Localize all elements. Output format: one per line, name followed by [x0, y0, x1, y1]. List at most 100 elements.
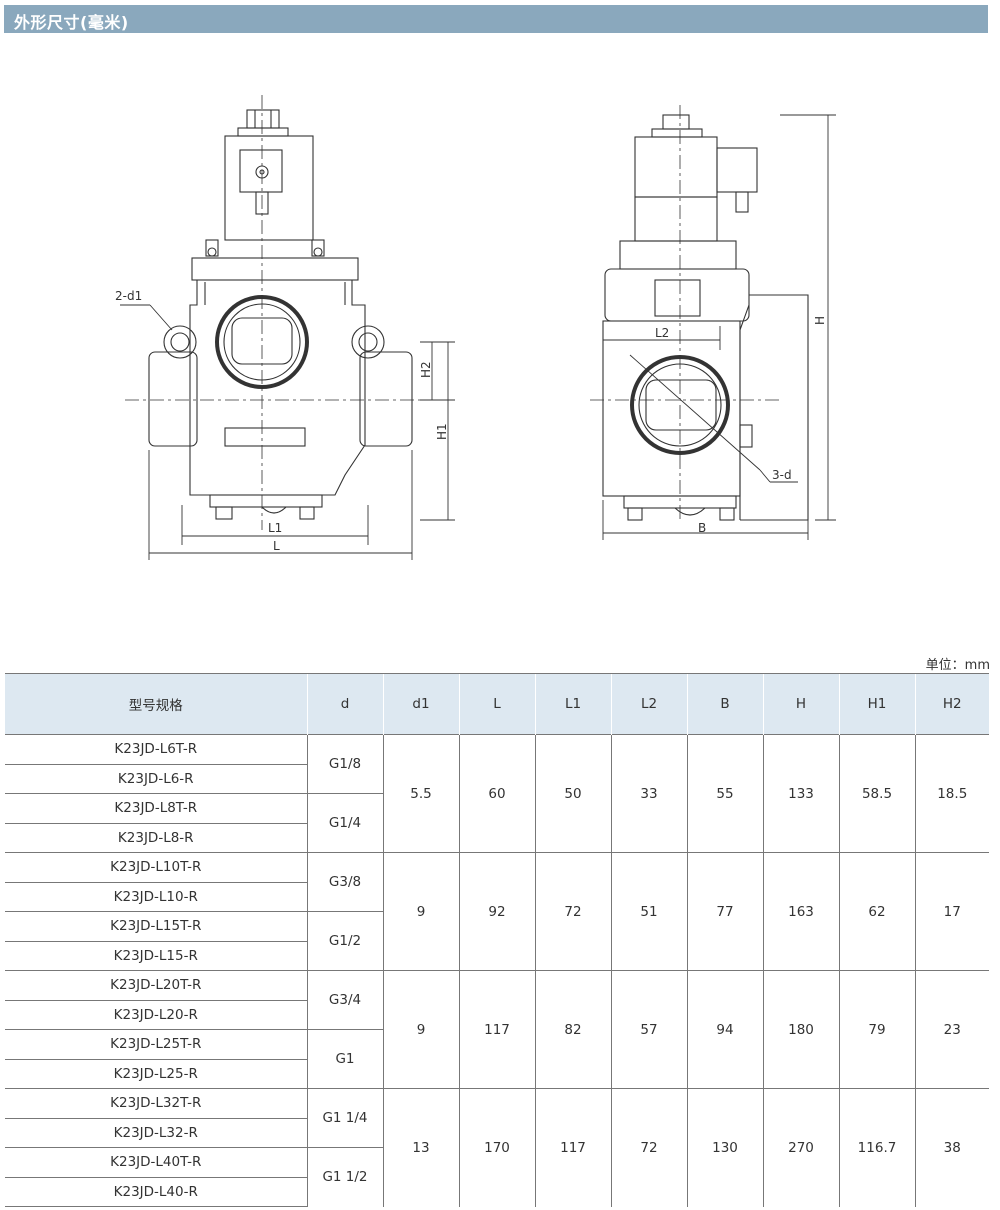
front-dimensions — [120, 304, 455, 560]
table-row: K23JD-L40T-R G1 1/2 — [5, 1147, 989, 1207]
l2-cell: 72 — [610, 1088, 687, 1207]
d1-cell: 9 — [382, 852, 459, 971]
model-cell: K23JD-L10T-R — [5, 852, 307, 882]
h1-cell: 58.5 — [838, 734, 915, 853]
l1-cell: 117 — [534, 1088, 611, 1207]
col-header-l: L — [458, 673, 535, 735]
l-cell: 92 — [458, 852, 535, 971]
table-row: K23JD-L10-R — [5, 881, 989, 912]
valve-dimension-drawing: 2-d1 H2 H1 L1 L L2 H 3-d B — [115, 95, 836, 560]
model-cell: K23JD-L8T-R — [5, 793, 307, 823]
model-cell: K23JD-L15T-R — [5, 911, 307, 941]
table-row: K23JD-L15T-R G1/2 — [5, 911, 989, 971]
side-dimensions — [602, 114, 836, 540]
spec-table: 型号规格 d d1 L L1 L2 B H H1 H2 K23JD-L6T-R … — [5, 673, 989, 1207]
label-l: L — [273, 539, 280, 553]
b-cell: 55 — [686, 734, 763, 853]
d-cell: G1 1/2 — [306, 1147, 383, 1207]
col-header-d1: d1 — [382, 673, 459, 735]
col-header-l2: L2 — [610, 673, 687, 735]
d-cell: G3/8 — [306, 852, 383, 912]
l1-cell: 50 — [534, 734, 611, 853]
model-cell: K23JD-L6T-R — [5, 734, 307, 764]
col-header-b: B — [686, 673, 763, 735]
d-cell: G1 — [306, 1029, 383, 1089]
table-row: K23JD-L20T-R G3/4 9 117 82 57 94 180 79 … — [5, 970, 989, 1089]
col-header-h2: H2 — [914, 673, 989, 735]
d1-cell: 5.5 — [382, 734, 459, 853]
d1-cell: 13 — [382, 1088, 459, 1207]
model-cell: K23JD-L25-R — [5, 1058, 307, 1089]
h1-cell: 116.7 — [838, 1088, 915, 1207]
model-cell: K23JD-L8-R — [5, 822, 307, 853]
label-h2: H2 — [419, 361, 433, 378]
l-cell: 170 — [458, 1088, 535, 1207]
l1-cell: 72 — [534, 852, 611, 971]
model-cell: K23JD-L20T-R — [5, 970, 307, 1000]
l2-cell: 57 — [610, 970, 687, 1089]
table-row: K23JD-L6T-R G1/8 5.5 60 50 33 55 133 58.… — [5, 734, 989, 853]
d-cell: G1/2 — [306, 911, 383, 971]
table-row: K23JD-L10T-R G3/8 9 92 72 51 77 163 62 1… — [5, 852, 989, 971]
l-cell: 117 — [458, 970, 535, 1089]
table-row: K23JD-L32-R — [5, 1117, 989, 1148]
h-cell: 180 — [762, 970, 839, 1089]
model-cell: K23JD-L25T-R — [5, 1029, 307, 1059]
h2-cell: 18.5 — [914, 734, 989, 853]
col-header-d: d — [306, 673, 383, 735]
model-cell: K23JD-L20-R — [5, 999, 307, 1030]
d-cell: G1 1/4 — [306, 1088, 383, 1148]
table-row: K23JD-L15-R — [5, 940, 989, 971]
b-cell: 77 — [686, 852, 763, 971]
l-cell: 60 — [458, 734, 535, 853]
d-cell: G3/4 — [306, 970, 383, 1030]
table-row: K23JD-L20-R — [5, 999, 989, 1030]
table-row: K23JD-L8T-R G1/4 — [5, 793, 989, 853]
table-row: K23JD-L25T-R G1 — [5, 1029, 989, 1089]
label-h: H — [813, 316, 827, 325]
model-cell: K23JD-L32-R — [5, 1117, 307, 1148]
table-header-row: 型号规格 d d1 L L1 L2 B H H1 H2 — [5, 673, 989, 735]
h-cell: 133 — [762, 734, 839, 853]
label-l2: L2 — [655, 326, 669, 340]
table-row: K23JD-L25-R — [5, 1058, 989, 1089]
l1-cell: 82 — [534, 970, 611, 1089]
d1-cell: 9 — [382, 970, 459, 1089]
col-header-h1: H1 — [838, 673, 915, 735]
l2-cell: 33 — [610, 734, 687, 853]
table-row: K23JD-L40-R — [5, 1176, 989, 1207]
model-cell: K23JD-L40-R — [5, 1176, 307, 1207]
model-cell: K23JD-L10-R — [5, 881, 307, 912]
label-3-d: 3-d — [772, 468, 792, 482]
d-cell: G1/4 — [306, 793, 383, 853]
table-row: K23JD-L6-R — [5, 763, 989, 794]
front-view — [148, 109, 413, 520]
h2-cell: 17 — [914, 852, 989, 971]
model-cell: K23JD-L40T-R — [5, 1147, 307, 1177]
h2-cell: 38 — [914, 1088, 989, 1207]
model-cell: K23JD-L32T-R — [5, 1088, 307, 1118]
b-cell: 130 — [686, 1088, 763, 1207]
label-h1: H1 — [435, 423, 449, 440]
table-row: K23JD-L32T-R G1 1/4 13 170 117 72 130 27… — [5, 1088, 989, 1207]
h1-cell: 79 — [838, 970, 915, 1089]
unit-label: 单位：mm — [925, 658, 990, 673]
model-cell: K23JD-L15-R — [5, 940, 307, 971]
side-view — [602, 114, 809, 521]
col-header-model: 型号规格 — [5, 673, 307, 735]
h1-cell: 62 — [838, 852, 915, 971]
l2-cell: 51 — [610, 852, 687, 971]
h-cell: 163 — [762, 852, 839, 971]
label-l1: L1 — [268, 521, 282, 535]
col-header-l1: L1 — [534, 673, 611, 735]
col-header-h: H — [762, 673, 839, 735]
label-2-d1: 2-d1 — [115, 289, 142, 303]
h-cell: 270 — [762, 1088, 839, 1207]
h2-cell: 23 — [914, 970, 989, 1089]
label-b: B — [698, 521, 706, 535]
b-cell: 94 — [686, 970, 763, 1089]
section-title: 外形尺寸(毫米) — [14, 13, 129, 32]
section-title-bar: 外形尺寸(毫米) — [4, 5, 988, 33]
model-cell: K23JD-L6-R — [5, 763, 307, 794]
table-row: K23JD-L8-R — [5, 822, 989, 853]
